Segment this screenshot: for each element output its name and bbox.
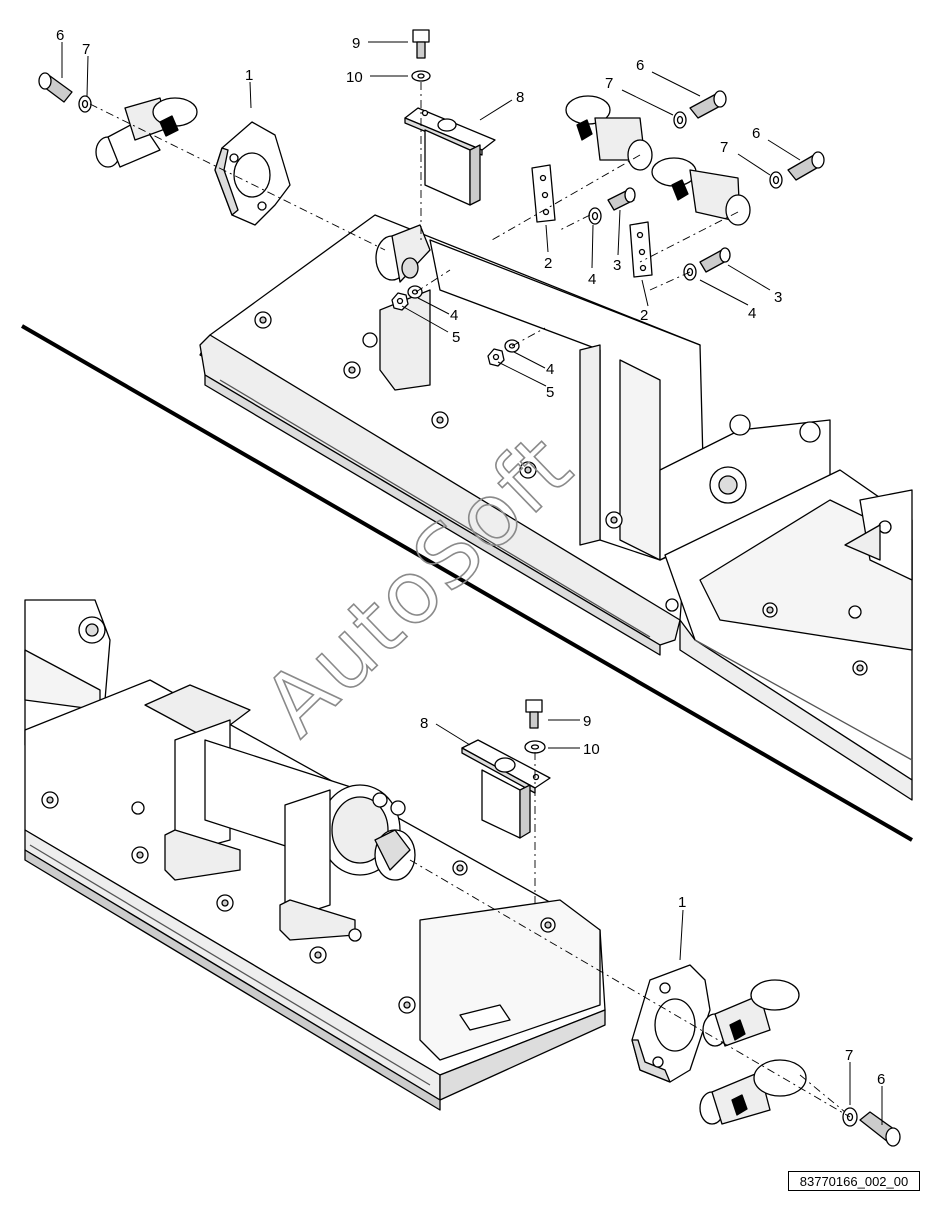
washer-part-7-right-lower xyxy=(769,171,783,189)
section-divider-line xyxy=(20,324,914,842)
flange-part-1 xyxy=(214,121,291,226)
bolt-part-6-left xyxy=(38,72,73,103)
callout-bottom-9: 9 xyxy=(583,713,591,730)
sensor-block-part-8-top xyxy=(404,107,496,206)
bottom-callouts: 8 9 10 1 7 6 xyxy=(420,713,885,1088)
universal-joint-right-lower xyxy=(651,157,751,226)
shim-part-2-right xyxy=(629,221,653,278)
callout-top-7-left: 7 xyxy=(82,41,90,58)
bolt-part-6-bottom xyxy=(859,1111,901,1147)
callout-top-5-center: 5 xyxy=(546,384,554,401)
top-callouts: 6 7 1 9 10 8 6 7 6 7 2 4 3 3 2 4 4 5 4 5 xyxy=(56,27,782,401)
sensor-block-part-8-bottom xyxy=(461,739,551,839)
washer-part-10-top xyxy=(411,70,431,82)
bolt-part-9-top xyxy=(412,29,430,59)
callout-top-5-left: 5 xyxy=(452,329,460,346)
top-motor-stub xyxy=(375,224,431,283)
nut-part-5-center xyxy=(487,348,505,367)
washer-part-7-left xyxy=(78,95,92,113)
flange-part-1-bottom xyxy=(631,964,711,1083)
callout-top-6-right-lower: 6 xyxy=(752,125,760,142)
top-base-bolts xyxy=(254,311,868,676)
callout-top-2-right: 2 xyxy=(640,307,648,324)
bolt-part-3-upper xyxy=(607,187,636,211)
callout-top-8: 8 xyxy=(516,89,524,106)
callout-top-9: 9 xyxy=(352,35,360,52)
callout-top-10: 10 xyxy=(346,69,363,86)
top-right-coupling-fragment xyxy=(844,489,913,581)
callout-top-1: 1 xyxy=(245,67,253,84)
washer-part-4-left xyxy=(407,285,423,299)
reference-number-box: 83770166_002_00 xyxy=(788,1171,920,1191)
top-assembly-dashed-lines xyxy=(89,82,739,347)
top-bracket-frame xyxy=(379,239,831,561)
bottom-base-bolts xyxy=(41,791,556,1014)
callout-top-4-upper: 4 xyxy=(588,271,596,288)
universal-joint-bottom-upper xyxy=(702,979,800,1047)
reference-number: 83770166_002_00 xyxy=(799,1173,909,1189)
nut-part-5-left xyxy=(391,292,409,311)
callout-top-4-lower: 4 xyxy=(748,305,756,322)
callout-bottom-6: 6 xyxy=(877,1071,885,1088)
callout-top-3-lower: 3 xyxy=(774,289,782,306)
bottom-assembly xyxy=(24,599,901,1147)
callout-top-4-center: 4 xyxy=(546,361,554,378)
callout-top-6-right-upper: 6 xyxy=(636,57,644,74)
callout-leaders xyxy=(61,41,883,1125)
callout-bottom-7: 7 xyxy=(845,1047,853,1064)
bolt-part-6-right-upper xyxy=(689,90,727,119)
callout-top-7-right-lower: 7 xyxy=(720,139,728,156)
bolt-part-3-lower xyxy=(699,247,731,273)
universal-joint-bottom-lower xyxy=(699,1059,807,1125)
bolt-part-6-right-lower xyxy=(787,151,825,181)
bolt-part-9-bottom xyxy=(525,699,543,729)
washer-part-7-right-upper xyxy=(673,111,687,129)
washer-part-10-bottom xyxy=(524,740,546,754)
callout-top-6-left: 6 xyxy=(56,27,64,44)
top-assembly xyxy=(38,29,913,801)
callout-bottom-10: 10 xyxy=(583,741,600,758)
universal-joint-right-upper xyxy=(565,95,653,171)
callout-bottom-1: 1 xyxy=(678,894,686,911)
bottom-motor xyxy=(144,684,416,941)
bottom-assembly-dashed-lines xyxy=(409,752,851,1118)
callout-top-2-left: 2 xyxy=(544,255,552,272)
callout-top-4-left: 4 xyxy=(450,307,458,324)
washer-part-4-upper xyxy=(588,207,602,225)
shim-part-2-left xyxy=(531,164,556,223)
callout-top-7-right-upper: 7 xyxy=(605,75,613,92)
callout-bottom-8: 8 xyxy=(420,715,428,732)
universal-joint-left xyxy=(95,97,198,168)
callout-top-3-upper: 3 xyxy=(613,257,621,274)
